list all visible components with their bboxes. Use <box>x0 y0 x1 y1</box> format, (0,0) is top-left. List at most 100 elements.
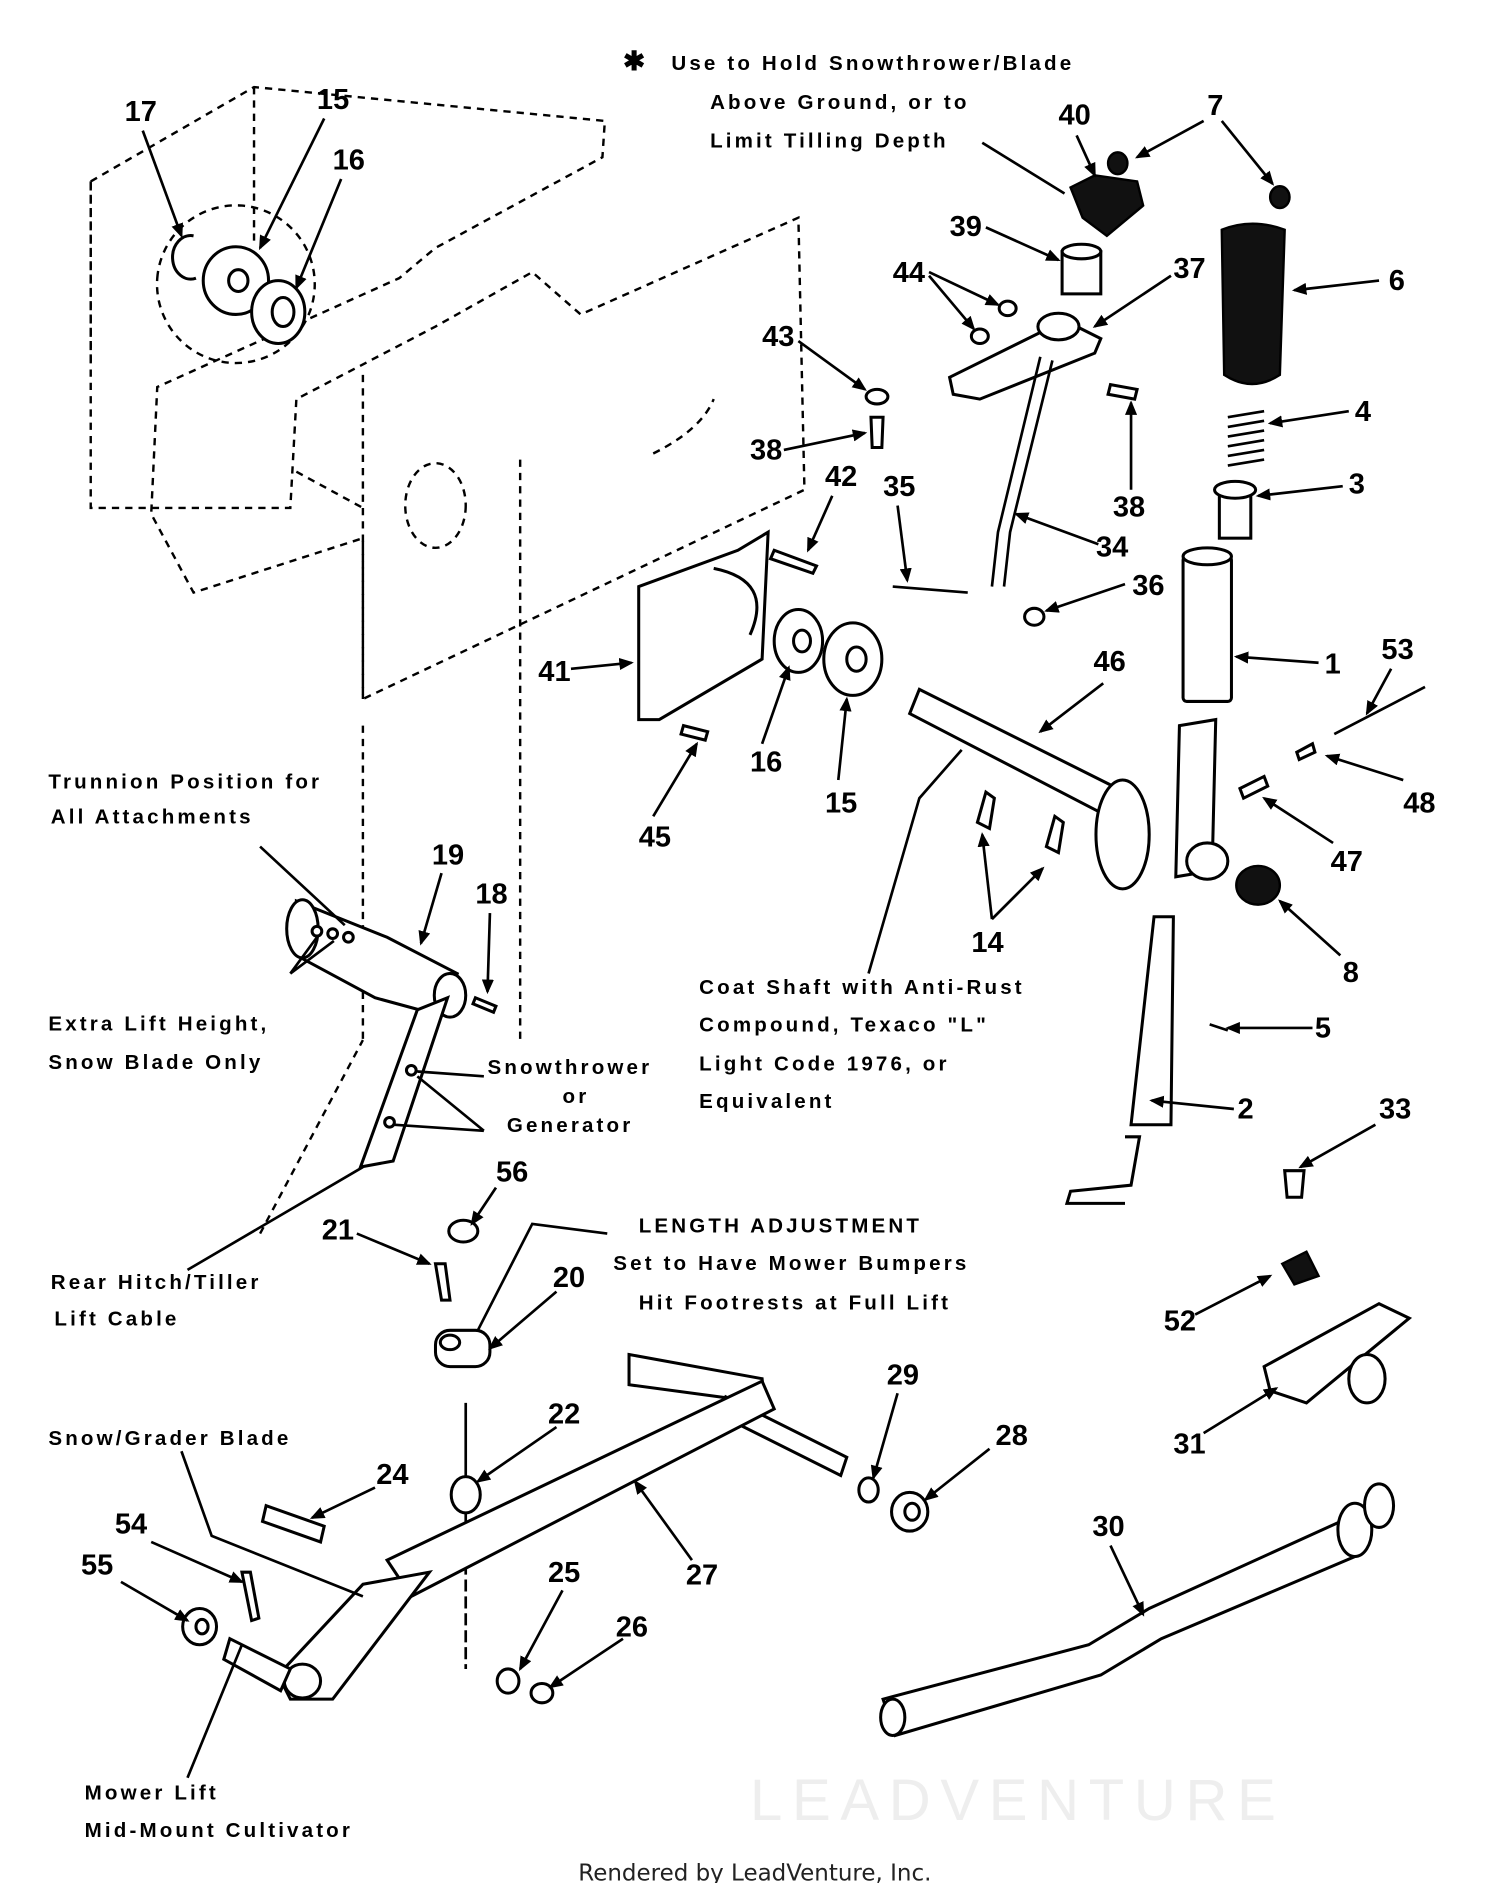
bracket-37 <box>947 311 1103 401</box>
tube-30 <box>879 1482 1396 1738</box>
bushing-28 <box>890 1490 930 1533</box>
callout-39: 39 <box>950 211 982 243</box>
handle-grip-6 <box>1220 222 1286 386</box>
callout-44: 44 <box>893 257 925 289</box>
callout-26: 26 <box>616 1611 648 1643</box>
note-line: Light Code 1976, or <box>699 1052 949 1075</box>
washer-36 <box>1023 606 1046 627</box>
note-line: Use to Hold Snowthrower/Blade <box>671 52 1074 75</box>
note-line: Mid-Mount Cultivator <box>85 1819 353 1842</box>
callout-54: 54 <box>115 1508 147 1540</box>
note-line: Lift Cable <box>54 1307 179 1330</box>
annotation-snow-grader: Snow/Grader Blade <box>48 1427 288 1450</box>
note-line: Mower Lift <box>85 1782 219 1805</box>
washer-15-b <box>822 621 884 697</box>
callout-4: 4 <box>1355 396 1371 428</box>
washer-16 <box>772 608 825 674</box>
callout-56: 56 <box>496 1157 528 1189</box>
note-line: Set to Have Mower Bumpers <box>613 1252 969 1275</box>
lift-shaft-46 <box>907 687 1230 891</box>
callout-53: 53 <box>1381 634 1413 666</box>
note-line: Coat Shaft with Anti-Rust <box>699 976 1025 999</box>
callout-17: 17 <box>125 96 157 128</box>
annotation-length-adjustment: LENGTH ADJUSTMENT Set to Have Mower Bump… <box>613 1214 969 1314</box>
clamp-52 <box>1280 1250 1321 1286</box>
note-line: Generator <box>507 1114 634 1137</box>
leader-lines <box>120 117 1404 1779</box>
callout-34: 34 <box>1096 531 1128 563</box>
hairpin-54 <box>240 1570 261 1623</box>
annotation-extra-lift: Extra Lift Height, Snow Blade Only <box>48 1012 269 1074</box>
footer-credit: Rendered by LeadVenture, Inc. <box>578 1861 931 1883</box>
annotation-snowthrower: Snowthrower or Generator <box>488 1056 653 1137</box>
note-line: Rear Hitch/Tiller <box>51 1271 262 1294</box>
watermark: LEADVENTURE <box>750 1768 1286 1833</box>
callout-41: 41 <box>538 656 570 688</box>
callout-1: 1 <box>1325 649 1341 681</box>
callout-15: 15 <box>317 84 349 116</box>
callout-55: 55 <box>81 1550 113 1582</box>
annotation-rear-hitch: Rear Hitch/Tiller Lift Cable <box>51 1271 262 1330</box>
washer-25 <box>495 1667 521 1695</box>
note-line: All Attachments <box>51 806 254 829</box>
annotation-mower-lift: Mower Lift Mid-Mount Cultivator <box>85 1782 353 1842</box>
note-line: Trunnion Position for <box>48 771 322 794</box>
callout-21: 21 <box>322 1215 354 1247</box>
nut-44 <box>969 299 1018 345</box>
note-line: Snow Blade Only <box>48 1051 263 1074</box>
callout-27: 27 <box>686 1559 718 1591</box>
washer-43 <box>864 387 890 406</box>
callout-33: 33 <box>1379 1094 1411 1126</box>
callout-35: 35 <box>883 471 915 503</box>
bolt-42 <box>768 548 819 576</box>
spring-4 <box>1227 409 1265 467</box>
callout-45: 45 <box>639 822 671 854</box>
callout-20: 20 <box>553 1262 585 1294</box>
callout-3: 3 <box>1349 468 1365 500</box>
lift-rod-2 <box>1064 915 1175 1205</box>
callout-42: 42 <box>825 461 857 493</box>
callout-7: 7 <box>1207 90 1223 122</box>
frame-plate <box>89 85 806 1235</box>
callout-2: 2 <box>1238 1094 1254 1126</box>
annotation-asterisk-note: ✱ Use to Hold Snowthrower/Blade Above Gr… <box>623 46 1074 152</box>
callout-46: 46 <box>1094 646 1126 678</box>
spacer-39 <box>1060 242 1103 296</box>
bushing-3 <box>1213 479 1258 540</box>
screw-38 <box>869 382 1139 449</box>
callout-25: 25 <box>548 1557 580 1589</box>
note-line: or <box>563 1085 590 1108</box>
clip-17 <box>171 234 197 281</box>
asterisk-icon: ✱ <box>623 46 648 76</box>
trunnion-19 <box>285 898 468 1170</box>
callout-38-b: 38 <box>1113 491 1145 523</box>
pin-48 <box>1294 741 1317 762</box>
pin-53 <box>1333 685 1426 736</box>
nut-26 <box>529 1681 555 1705</box>
callout-8: 8 <box>1343 957 1359 989</box>
callout-37: 37 <box>1173 253 1205 285</box>
note-line: Snowthrower <box>488 1056 653 1079</box>
callout-30: 30 <box>1092 1511 1124 1543</box>
callout-15-b: 15 <box>825 788 857 820</box>
hairpin-21 <box>433 1262 452 1302</box>
note-line: Equivalent <box>699 1090 834 1113</box>
callout-48: 48 <box>1403 788 1435 820</box>
callout-16: 16 <box>333 144 365 176</box>
note-line: Extra Lift Height, <box>48 1012 269 1035</box>
bracket-31 <box>1262 1302 1413 1405</box>
note-line: Compound, Texaco "L" <box>699 1014 989 1037</box>
callout-31: 31 <box>1173 1429 1205 1461</box>
lock-rod-34 <box>990 356 1054 587</box>
callout-19: 19 <box>432 840 464 872</box>
eyebolt-22 <box>449 1402 482 1515</box>
callout-28: 28 <box>996 1420 1028 1452</box>
callout-18: 18 <box>475 878 507 910</box>
annotation-trunnion: Trunnion Position for All Attachments <box>48 771 322 829</box>
pin-5 <box>1209 1023 1229 1032</box>
callout-22: 22 <box>548 1398 580 1430</box>
bushing-16 <box>250 279 307 345</box>
washer-29 <box>857 1476 880 1504</box>
callout-47: 47 <box>1331 846 1363 878</box>
